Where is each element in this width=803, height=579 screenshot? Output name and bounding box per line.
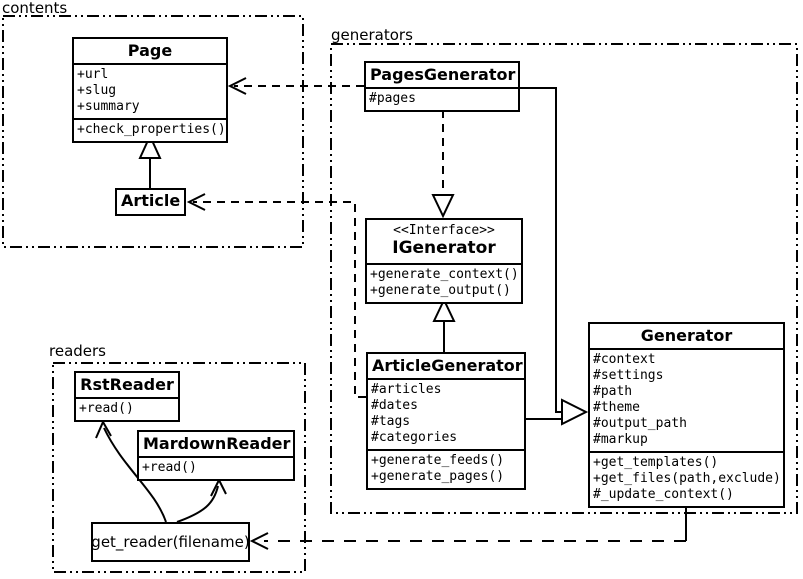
function-get-reader-label: get_reader(filename) xyxy=(91,533,250,551)
class-generator-methods: +get_templates()+get_files(path,exclude)… xyxy=(590,453,783,506)
member-row: +read() xyxy=(142,460,197,475)
generalization-articlegenerator-igenerator xyxy=(432,297,456,352)
generalization-generators-generator xyxy=(520,87,589,426)
class-pages-generator-title: PagesGenerator xyxy=(366,63,518,89)
member-row: #tags xyxy=(371,414,411,429)
class-article-generator-attributes: #articles#dates#tags#categories xyxy=(368,380,524,451)
class-mardown-reader: MardownReader +read() xyxy=(137,430,295,481)
package-label-readers: readers xyxy=(49,342,106,360)
class-pages-generator: PagesGenerator #pages xyxy=(364,61,520,112)
member-row: #categories xyxy=(371,430,458,445)
member-row: +generate_pages() xyxy=(371,469,505,484)
member-row: #_update_context() xyxy=(593,487,734,502)
member-row: #dates xyxy=(371,398,418,413)
class-rst-reader-methods: +read() xyxy=(76,399,178,420)
association-getreader-mardownreader xyxy=(176,477,227,523)
class-generator-attributes: #context#settings#path#theme#output_path… xyxy=(590,350,783,453)
package-label-contents: contents xyxy=(2,0,68,17)
class-page-methods: +check_properties() xyxy=(74,120,226,141)
member-row: #theme xyxy=(593,400,640,415)
member-row: +read() xyxy=(79,401,134,416)
member-row: +url xyxy=(77,67,109,82)
member-row: #output_path xyxy=(593,416,687,431)
class-article: Article xyxy=(115,188,186,216)
dependency-generator-getreader xyxy=(249,503,687,550)
class-article-generator-title: ArticleGenerator xyxy=(368,354,524,380)
generalization-article-page xyxy=(138,133,162,188)
member-row: #articles xyxy=(371,382,442,397)
function-get-reader: get_reader(filename) xyxy=(91,522,250,562)
class-page-attributes: +url+slug+summary xyxy=(74,65,226,120)
class-igenerator-stereotype: <<Interface>> xyxy=(393,223,495,238)
member-row: +summary xyxy=(77,99,140,114)
member-row: +get_files(path,exclude) xyxy=(593,471,781,486)
member-row: +generate_context() xyxy=(370,267,519,282)
member-row: #pages xyxy=(369,91,416,106)
class-page: Page +url+slug+summary +check_properties… xyxy=(72,37,228,143)
class-mardown-reader-title: MardownReader xyxy=(139,432,293,458)
dependency-pagesgenerator-page xyxy=(227,77,364,95)
class-article-generator-methods: +generate_feeds()+generate_pages() xyxy=(368,451,524,488)
dependency-articlegenerator-article xyxy=(186,193,366,398)
class-rst-reader: RstReader +read() xyxy=(74,371,180,422)
member-row: #context xyxy=(593,352,656,367)
member-row: #markup xyxy=(593,432,648,447)
member-row: #settings xyxy=(593,368,664,383)
member-row: +generate_output() xyxy=(370,283,511,298)
class-article-title: Article xyxy=(121,191,181,210)
member-row: +slug xyxy=(77,83,117,98)
realization-pagesgenerator-igenerator xyxy=(431,110,455,219)
class-rst-reader-title: RstReader xyxy=(76,373,178,399)
class-article-generator: ArticleGenerator #articles#dates#tags#ca… xyxy=(366,352,526,490)
class-generator-title: Generator xyxy=(590,324,783,350)
member-row: #path xyxy=(593,384,633,399)
class-igenerator-header: <<Interface>> IGenerator xyxy=(367,220,521,265)
class-igenerator: <<Interface>> IGenerator +generate_conte… xyxy=(365,218,523,304)
class-page-title: Page xyxy=(74,39,226,65)
package-contents-frame xyxy=(2,15,304,248)
package-readers-frame xyxy=(52,362,306,573)
member-row: +generate_feeds() xyxy=(371,453,505,468)
package-generators-frame xyxy=(330,43,798,514)
member-row: +check_properties() xyxy=(77,122,226,137)
class-igenerator-title: IGenerator xyxy=(392,238,496,258)
member-row: +get_templates() xyxy=(593,455,719,470)
class-mardown-reader-methods: +read() xyxy=(139,458,293,479)
package-label-generators: generators xyxy=(331,26,413,44)
class-generator: Generator #context#settings#path#theme#o… xyxy=(588,322,785,508)
class-igenerator-methods: +generate_context()+generate_output() xyxy=(367,265,521,302)
class-pages-generator-attributes: #pages xyxy=(366,89,518,110)
